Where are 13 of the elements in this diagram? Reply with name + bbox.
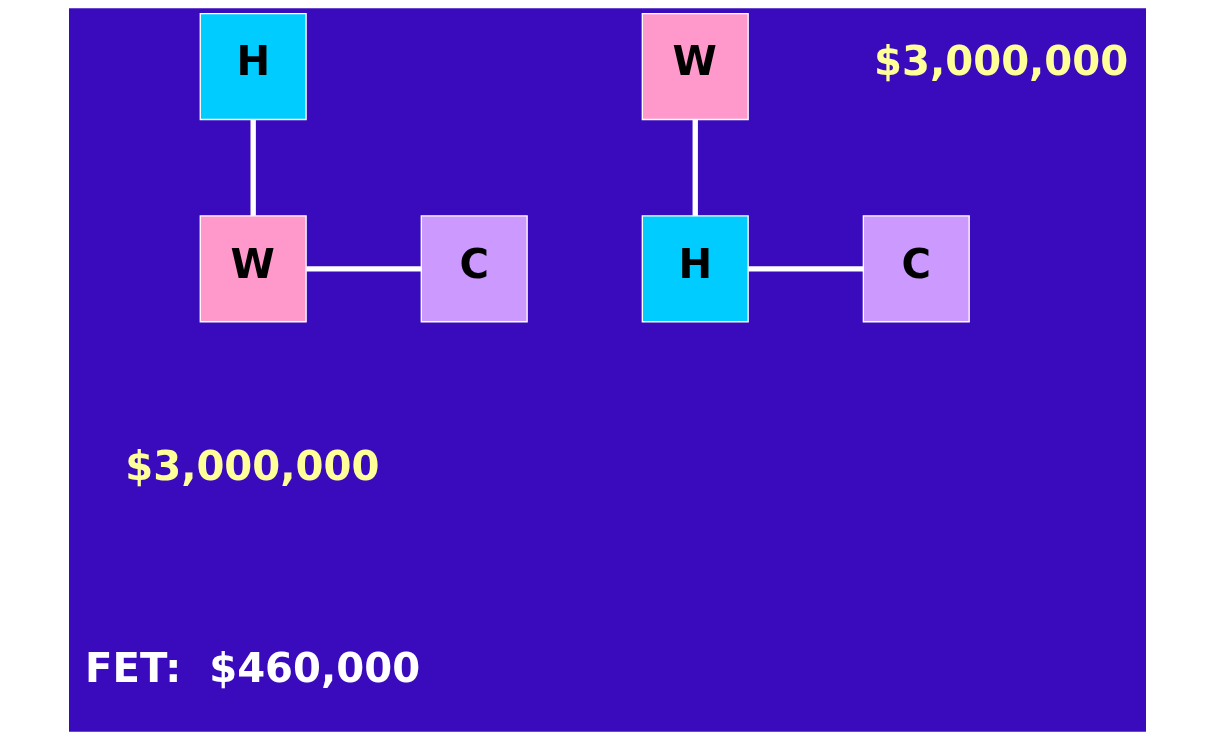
node-box: H <box>641 215 749 323</box>
connector <box>747 266 863 272</box>
label: $3,000,000 <box>124 442 379 489</box>
node-box: W <box>199 215 307 323</box>
node-box: C <box>862 215 970 323</box>
connector <box>692 119 698 216</box>
connector <box>250 119 256 216</box>
connector <box>305 266 421 272</box>
label: FET: $460,000 <box>84 645 420 692</box>
node-box: C <box>420 215 528 323</box>
node-box: W <box>641 13 749 121</box>
label: $3,000,000 <box>873 38 1128 85</box>
node-box: H <box>199 13 307 121</box>
